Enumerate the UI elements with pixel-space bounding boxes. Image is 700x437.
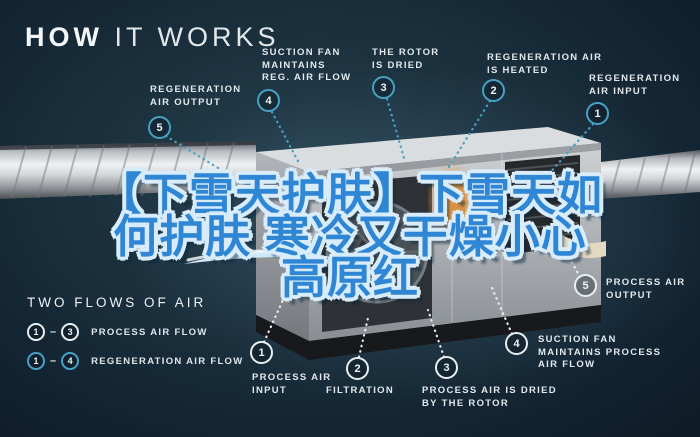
- badge-proc-5: 5: [574, 274, 597, 297]
- callout-process-air-dried: PROCESS AIR IS DRIED BY THE ROTOR: [422, 385, 557, 409]
- badge-number: 1: [258, 346, 265, 359]
- left-duct: [0, 141, 256, 199]
- grille: [505, 155, 580, 255]
- leader-regen-4: [270, 110, 301, 165]
- legend-badge-start: 1: [27, 352, 45, 370]
- title-bold: HOW: [25, 22, 103, 52]
- overlay-text-line1: 【下雪天护肤】下雪天如: [96, 169, 603, 220]
- callout-process-air-output: PROCESS AIR OUTPUT: [606, 277, 686, 301]
- leader-regen-5: [164, 134, 256, 192]
- badge-number: 3: [380, 81, 387, 94]
- callout-process-air-input: PROCESS AIR INPUT: [252, 372, 332, 396]
- badge-number: 2: [354, 362, 361, 375]
- badge-proc-1: 1: [250, 341, 273, 364]
- unit-body: [256, 127, 606, 360]
- badge-number: 4: [513, 337, 520, 350]
- badge-number: 4: [265, 94, 272, 107]
- legend-title: TWO FLOWS OF AIR: [27, 295, 207, 310]
- badge-proc-4: 4: [505, 332, 528, 355]
- badge-number: 5: [156, 121, 163, 134]
- callout-suction-fan-reg: SUCTION FAN MAINTAINS REG. AIR FLOW: [262, 47, 352, 84]
- callout-filtration: FILTRATION: [325, 385, 395, 396]
- badge-number: 2: [490, 84, 497, 97]
- leader-proc-5: [556, 235, 582, 279]
- title-light: IT WORKS: [102, 22, 280, 52]
- badge-number: 5: [582, 279, 589, 292]
- badge-proc-2: 2: [346, 357, 369, 380]
- overlay-text-line3: 高原红: [280, 252, 419, 303]
- legend-badge-end: 4: [61, 352, 80, 370]
- overlay-text-line2: 何护肤 寒冷又干燥小心: [113, 211, 587, 262]
- unit-top-face: [256, 127, 601, 172]
- legend-badge-start: 1: [27, 323, 45, 341]
- right-duct: [601, 150, 700, 199]
- leader-regen-3: [385, 97, 406, 160]
- legend-two-flows: TWO FLOWS OF AIR 1 – 3 PROCESS AIR FLOW …: [27, 295, 244, 381]
- callout-regeneration-air-input: REGENERATION AIR INPUT: [589, 73, 681, 97]
- badge-regen-3: 3: [372, 76, 395, 99]
- unit-base: [256, 305, 601, 360]
- outlet-collar: [552, 232, 606, 258]
- callout-regeneration-air-heated: REGENERATION AIR IS HEATED: [487, 52, 603, 76]
- legend-label-regeneration: REGENERATION AIR FLOW: [91, 355, 244, 367]
- callout-suction-fan-process: SUCTION FAN MAINTAINS PROCESS AIR FLOW: [538, 334, 662, 371]
- page-title: HOW IT WORKS: [25, 22, 280, 53]
- unit-left-face: [256, 152, 309, 341]
- legend-badge-end: 3: [61, 323, 80, 341]
- legend-row-process: 1 – 3 PROCESS AIR FLOW: [27, 323, 244, 341]
- leader-proc-1: [262, 298, 285, 344]
- callout-rotor-is-dried: THE ROTOR IS DRIED: [372, 47, 440, 71]
- legend-row-regeneration: 1 – 4 REGENERATION AIR FLOW: [27, 352, 244, 370]
- badge-proc-3: 3: [435, 356, 458, 379]
- badge-number: 1: [594, 107, 601, 120]
- legend-dash: –: [50, 326, 57, 338]
- badge-regen-2: 2: [482, 79, 505, 102]
- badge-regen-4: 4: [257, 89, 280, 112]
- legend-label-process: PROCESS AIR FLOW: [91, 326, 208, 338]
- badge-regen-5: 5: [148, 116, 171, 139]
- leader-proc-2: [357, 316, 370, 359]
- badge-regen-1: 1: [586, 102, 609, 125]
- leader-regen-1: [546, 122, 595, 177]
- callout-regeneration-air-output: REGENERATION AIR OUTPUT: [150, 84, 242, 108]
- legend-dash: –: [50, 355, 57, 367]
- badge-number: 3: [443, 361, 450, 374]
